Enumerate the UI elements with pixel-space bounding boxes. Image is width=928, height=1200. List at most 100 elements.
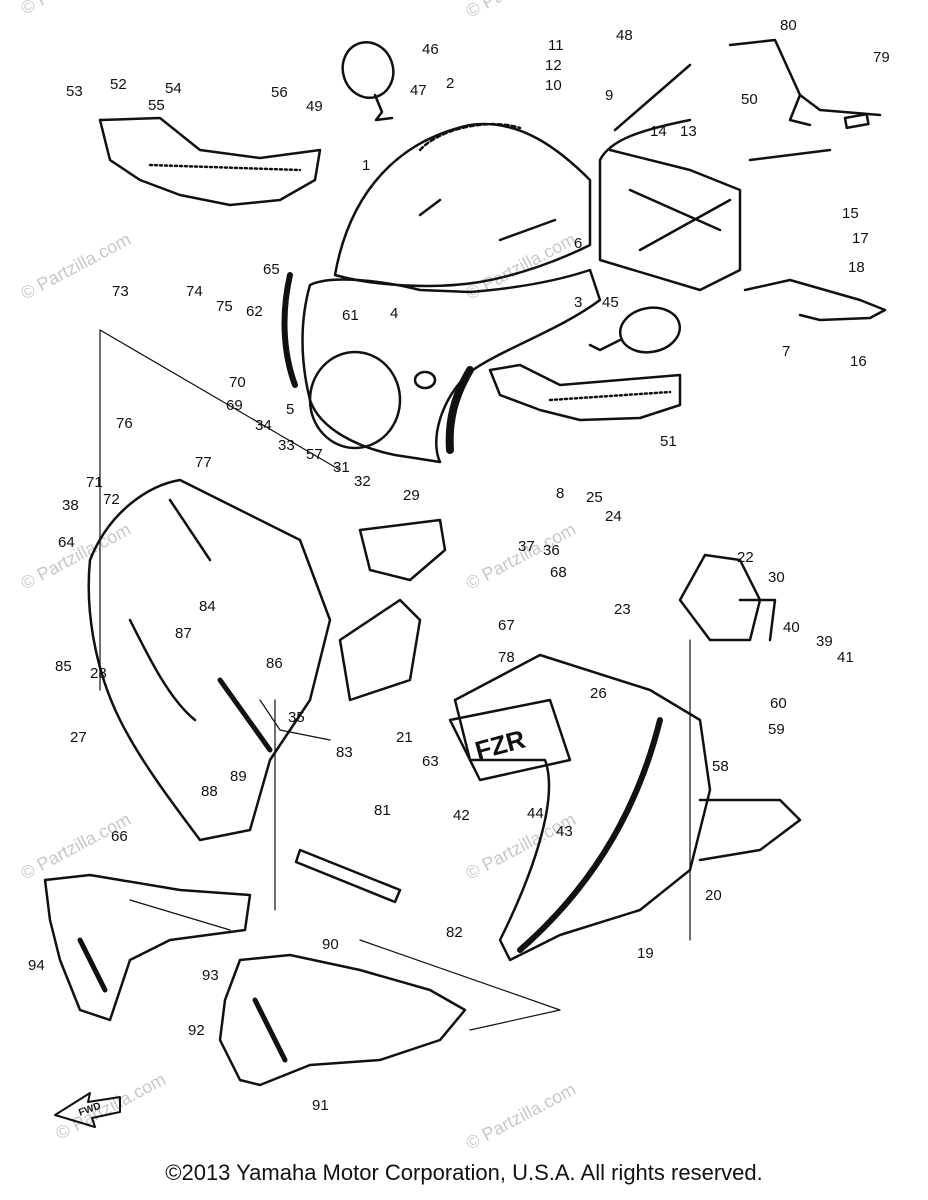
callout-9: 9 — [605, 87, 613, 104]
callout-34: 34 — [255, 417, 272, 434]
callout-46: 46 — [422, 41, 439, 58]
callout-63: 63 — [422, 753, 439, 770]
air-duct-right — [488, 363, 682, 422]
decal-fzr — [448, 698, 572, 782]
callout-73: 73 — [112, 283, 129, 300]
callout-49: 49 — [306, 98, 323, 115]
callout-23: 23 — [614, 601, 631, 618]
callout-29: 29 — [403, 487, 420, 504]
callout-30: 30 — [768, 569, 785, 586]
callout-17: 17 — [852, 230, 869, 247]
callout-83: 83 — [336, 744, 353, 761]
callout-60: 60 — [770, 695, 787, 712]
callout-84: 84 — [199, 598, 216, 615]
mirror-left — [341, 41, 395, 122]
callout-4: 4 — [390, 305, 398, 322]
callout-2: 2 — [446, 75, 454, 92]
callout-14: 14 — [650, 123, 667, 140]
side-cowling-left — [87, 478, 332, 842]
callout-21: 21 — [396, 729, 413, 746]
air-duct-left — [98, 116, 322, 207]
callout-75: 75 — [216, 298, 233, 315]
callout-12: 12 — [545, 57, 562, 74]
callout-57: 57 — [306, 446, 323, 463]
watermark: © Partzilla.com — [462, 809, 578, 884]
watermark: © Partzilla.com — [462, 519, 578, 594]
callout-71: 71 — [86, 474, 103, 491]
callout-87: 87 — [175, 625, 192, 642]
watermark: © Partzilla.com — [462, 1079, 578, 1154]
callout-77: 77 — [195, 454, 212, 471]
callout-65: 65 — [263, 261, 280, 278]
callout-22: 22 — [737, 549, 754, 566]
callout-44: 44 — [527, 805, 544, 822]
callout-36: 36 — [543, 542, 560, 559]
callout-76: 76 — [116, 415, 133, 432]
inner-panel — [338, 518, 447, 702]
callout-42: 42 — [453, 807, 470, 824]
callout-52: 52 — [110, 76, 127, 93]
callout-48: 48 — [616, 27, 633, 44]
callout-79: 79 — [873, 49, 890, 66]
callout-27: 27 — [70, 729, 87, 746]
callout-92: 92 — [188, 1022, 205, 1039]
callout-55: 55 — [148, 97, 165, 114]
cowling-stay — [598, 63, 832, 292]
callout-11: 11 — [548, 37, 564, 54]
callout-26: 26 — [590, 685, 607, 702]
callout-33: 33 — [278, 437, 295, 454]
callout-38: 38 — [62, 497, 79, 514]
bracket-lower-right — [743, 278, 887, 322]
copyright-notice: ©2013 Yamaha Motor Corporation, U.S.A. A… — [165, 1160, 763, 1185]
callout-59: 59 — [768, 721, 785, 738]
callout-93: 93 — [202, 967, 219, 984]
side-cowling-right — [453, 653, 802, 962]
callout-94: 94 — [28, 957, 45, 974]
callout-13: 13 — [680, 123, 697, 140]
callout-82: 82 — [446, 924, 463, 941]
callout-67: 67 — [498, 617, 515, 634]
callout-3: 3 — [574, 294, 582, 311]
callout-6: 6 — [574, 235, 582, 252]
part-drawings — [43, 38, 887, 1128]
callout-24: 24 — [605, 508, 622, 525]
watermark: © Partzilla.com — [462, 0, 578, 22]
callout-50: 50 — [741, 91, 758, 108]
callout-1: 1 — [362, 157, 370, 174]
callout-labels: 1234567891011121314151617181920212223242… — [28, 17, 890, 1114]
callout-54: 54 — [165, 80, 182, 97]
callout-74: 74 — [186, 283, 203, 300]
under-cowling-left — [43, 873, 252, 1022]
callout-5: 5 — [286, 401, 294, 418]
callout-39: 39 — [816, 633, 833, 650]
callout-78: 78 — [498, 649, 515, 666]
upper-cowling — [281, 268, 602, 464]
callout-37: 37 — [518, 538, 535, 555]
callout-43: 43 — [556, 823, 573, 840]
callout-58: 58 — [712, 758, 729, 775]
callout-85: 85 — [55, 658, 72, 675]
callout-10: 10 — [545, 77, 562, 94]
callout-7: 7 — [782, 343, 790, 360]
callout-64: 64 — [58, 534, 75, 551]
callout-25: 25 — [586, 489, 603, 506]
callout-20: 20 — [705, 887, 722, 904]
callout-91: 91 — [312, 1097, 329, 1114]
bracket-22 — [678, 553, 777, 642]
callout-32: 32 — [354, 473, 371, 490]
callout-47: 47 — [410, 82, 427, 99]
callout-15: 15 — [842, 205, 859, 222]
callout-70: 70 — [229, 374, 246, 391]
callout-90: 90 — [322, 936, 339, 953]
callout-72: 72 — [103, 491, 120, 508]
strip-90 — [294, 848, 402, 904]
callout-35: 35 — [288, 709, 305, 726]
windshield — [333, 122, 592, 288]
callout-45: 45 — [602, 294, 619, 311]
callout-86: 86 — [266, 655, 283, 672]
forward-arrow — [54, 1092, 121, 1128]
callout-62: 62 — [246, 303, 263, 320]
watermark: © Partzilla.com — [17, 0, 133, 19]
callout-53: 53 — [66, 83, 83, 100]
